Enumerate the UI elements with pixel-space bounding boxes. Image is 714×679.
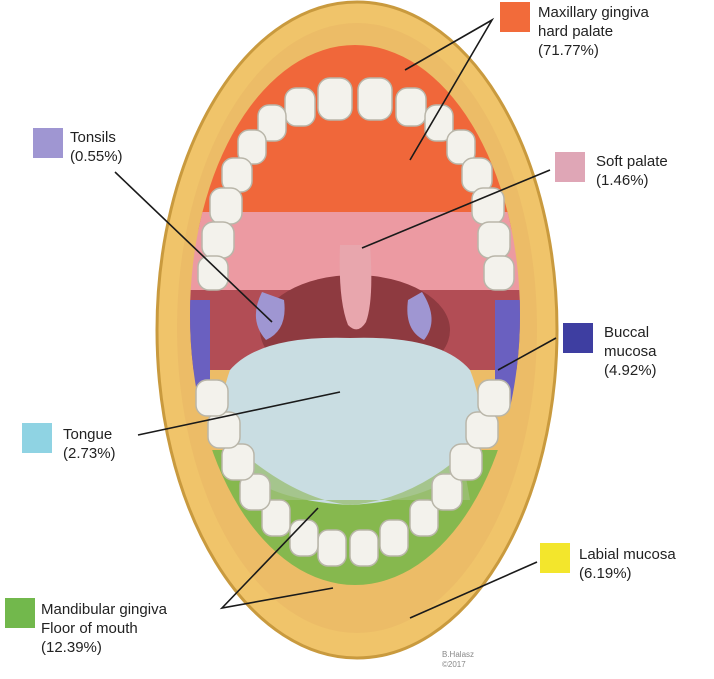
uvula: [339, 245, 372, 330]
label-mandibular-line2: Floor of mouth: [41, 620, 138, 637]
tongue: [221, 337, 480, 505]
label-mandibular-line3: (12.39%): [41, 639, 102, 656]
label-labial-line2: (6.19%): [579, 565, 632, 582]
swatch-mandibular: [5, 598, 35, 628]
label-tonsils-line2: (0.55%): [70, 148, 123, 165]
leader-tonsils: [114, 171, 273, 323]
swatch-buccal: [563, 323, 593, 353]
label-labial-line1: Labial mucosa: [579, 546, 676, 563]
swatch-labial: [540, 543, 570, 573]
label-labial: Labial mucosa (6.19%): [579, 545, 676, 583]
leader-tongue: [137, 391, 341, 436]
label-tongue-line2: (2.73%): [63, 445, 116, 462]
label-buccal: Buccal mucosa (4.92%): [604, 323, 657, 380]
leader-lines: [114, 17, 557, 619]
leader-maxillary: [404, 17, 495, 161]
label-buccal-line3: (4.92%): [604, 362, 657, 379]
label-soft-palate-line1: Soft palate: [596, 153, 668, 170]
label-tongue: Tongue (2.73%): [63, 425, 116, 463]
upper-teeth: [197, 77, 515, 291]
label-tongue-line1: Tongue: [63, 426, 113, 443]
label-buccal-line2: mucosa: [604, 343, 657, 360]
label-maxillary: Maxillary gingiva hard palate (71.77%): [538, 3, 649, 60]
swatch-tonsils: [33, 128, 63, 158]
label-tonsils: Tonsils (0.55%): [70, 128, 123, 166]
label-buccal-line1: Buccal: [604, 324, 650, 341]
credit-year: ©2017: [442, 660, 466, 669]
swatch-tongue: [22, 423, 52, 453]
label-maxillary-line3: (71.77%): [538, 42, 599, 59]
swatch-maxillary: [500, 2, 530, 32]
label-tonsils-line1: Tonsils: [70, 129, 116, 146]
credit-author: B.Halasz: [442, 650, 475, 659]
label-mandibular-line1: Mandibular gingiva: [41, 601, 167, 618]
swatch-soft-palate: [555, 152, 585, 182]
artist-credit: B.Halasz ©2017: [442, 650, 474, 670]
leader-mandibular: [219, 507, 334, 610]
leader-buccal: [497, 337, 557, 371]
leader-labial: [409, 561, 538, 619]
leader-soft-palate: [361, 169, 551, 249]
label-maxillary-line2: hard palate: [538, 23, 614, 40]
label-soft-palate-line2: (1.46%): [596, 172, 649, 189]
label-maxillary-line1: Maxillary gingiva: [538, 4, 649, 21]
lower-teeth: [195, 379, 511, 567]
label-mandibular: Mandibular gingiva Floor of mouth (12.39…: [41, 600, 167, 657]
tonsil-left: [255, 292, 285, 340]
tonsil-right: [407, 292, 432, 340]
label-soft-palate: Soft palate (1.46%): [596, 152, 668, 190]
